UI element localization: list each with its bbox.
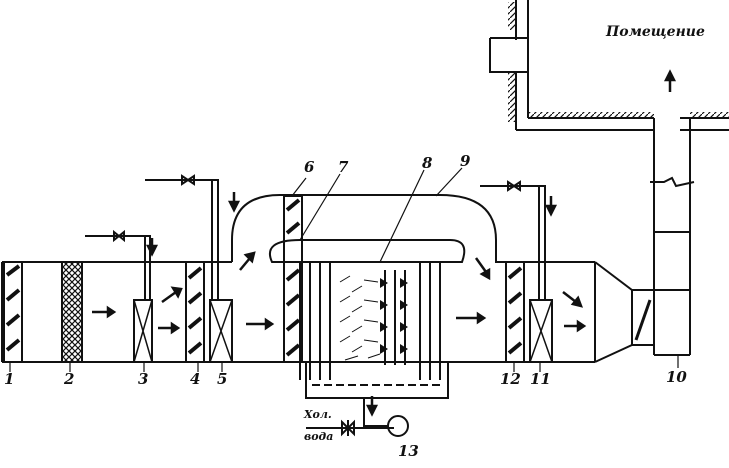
cold-water-line <box>306 415 409 437</box>
component-3-heater <box>133 299 153 363</box>
label-9: 9 <box>460 152 471 170</box>
water-tank <box>305 361 449 418</box>
valve-pipe-right <box>480 185 546 300</box>
component-6-louvre <box>283 195 303 363</box>
valve-pipe-left <box>85 235 151 300</box>
leader-lines <box>9 167 679 372</box>
label-10: 10 <box>666 368 687 386</box>
cold-water-label-line2: вода <box>304 430 333 443</box>
room-label: Помещение <box>605 24 705 40</box>
label-2: 2 <box>63 370 74 388</box>
valve-pipe-middle <box>145 179 219 300</box>
duct-10 <box>650 118 695 356</box>
building-wall <box>489 0 729 131</box>
fan-body <box>631 289 655 346</box>
label-13: 13 <box>398 442 419 460</box>
chamber-cap <box>269 239 466 263</box>
component-2-mesh-filter <box>61 261 83 363</box>
label-5: 5 <box>217 370 227 388</box>
label-12: 12 <box>500 370 521 388</box>
component-11-heater <box>529 299 553 363</box>
label-4: 4 <box>190 370 200 388</box>
label-8: 8 <box>422 154 433 172</box>
valve-icon <box>113 174 521 437</box>
component-12-louvre <box>505 261 525 363</box>
label-6: 6 <box>304 158 315 176</box>
spray-arrow-heads <box>380 278 408 354</box>
component-1-filter <box>3 261 23 363</box>
spray-pattern <box>339 275 381 361</box>
component-4-valve-block <box>185 261 205 363</box>
cold-water-label-line1: Хол. <box>303 408 332 421</box>
flow-arrows <box>92 69 677 417</box>
label-3: 3 <box>138 370 148 388</box>
label-7: 7 <box>338 158 349 176</box>
casing-left <box>1 194 652 363</box>
component-5-heater <box>209 299 233 363</box>
label-1: 1 <box>4 370 14 388</box>
label-11: 11 <box>530 370 551 388</box>
